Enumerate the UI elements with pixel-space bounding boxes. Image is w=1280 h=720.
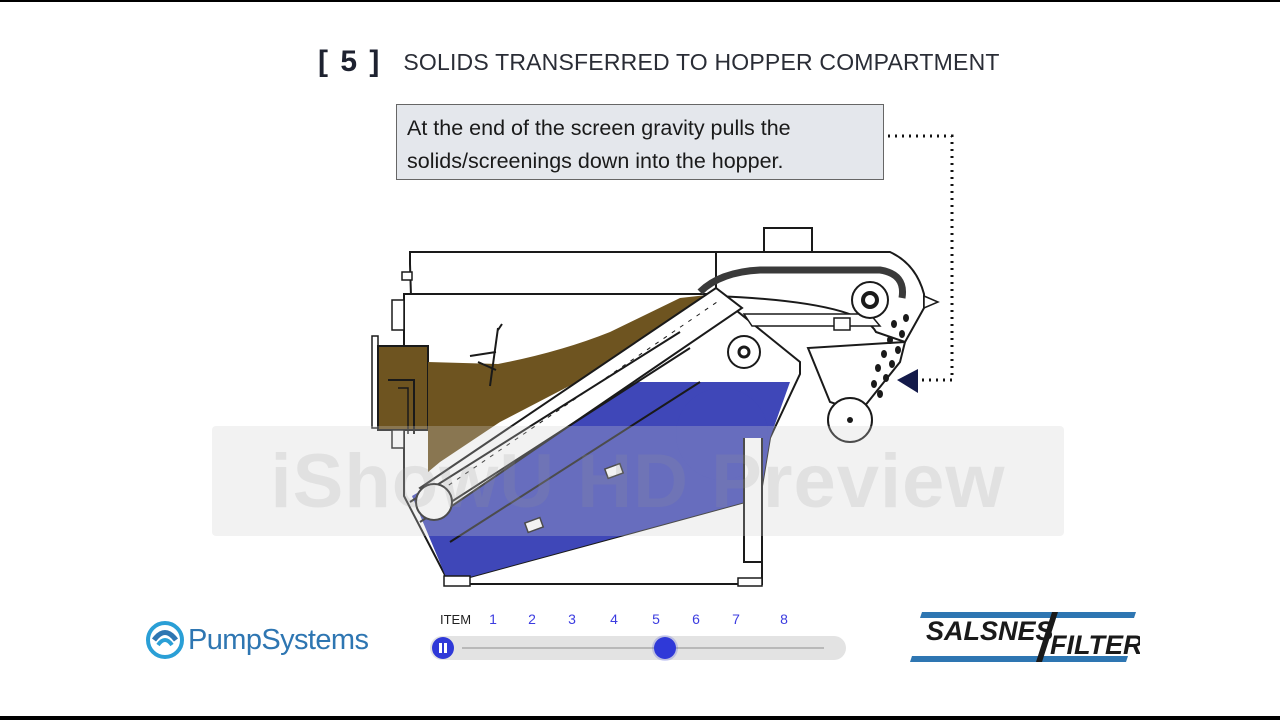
player-controls: ITEM 1 2 3 4 5 6 7 8: [430, 608, 850, 664]
item-8-link[interactable]: 8: [780, 611, 788, 627]
item-label: ITEM: [440, 612, 472, 627]
item-5-link[interactable]: 5: [652, 611, 660, 627]
falling-solids: [871, 314, 909, 398]
housing-top: [409, 251, 717, 297]
callout-line-1: At the end of the screen gravity pulls t…: [407, 116, 791, 140]
salsnes-filter-logo: SALSNES FILTER: [910, 612, 1140, 662]
frame-legs: [743, 438, 763, 563]
item-2-link[interactable]: 2: [528, 611, 536, 627]
callout-line-2: solids/screenings down into the hopper.: [407, 149, 784, 173]
pause-button[interactable]: [432, 637, 454, 659]
step-header: [ 5 ] SOLIDS TRANSFERRED TO HOPPER COMPA…: [318, 42, 1000, 82]
item-6-link[interactable]: 6: [692, 611, 700, 627]
filter-logo-text: FILTER: [1050, 630, 1140, 660]
step-title: SOLIDS TRANSFERRED TO HOPPER COMPARTMENT: [403, 48, 1000, 75]
screen-underside: [409, 331, 701, 543]
progress-line: [462, 647, 824, 649]
salsnes-logo-text: SALSNES: [926, 616, 1054, 646]
item-3-link[interactable]: 3: [568, 611, 576, 627]
watermark: iShowU HD Preview: [212, 426, 1064, 536]
progress-knob[interactable]: [654, 637, 676, 659]
vent-stack: [763, 227, 813, 253]
pumpsystems-logo-text: PumpSystems: [188, 623, 369, 656]
triangle-pointer-icon: [897, 369, 918, 393]
lower-roller: [415, 483, 453, 521]
item-4-link[interactable]: 4: [610, 611, 618, 627]
top-belt: [697, 266, 907, 299]
item-1-link[interactable]: 1: [489, 611, 497, 627]
progress-track[interactable]: [430, 636, 846, 660]
item-7-link[interactable]: 7: [732, 611, 740, 627]
pumpsystems-logo-icon: [146, 621, 184, 659]
step-number: [ 5 ]: [318, 45, 382, 78]
callout-box: At the end of the screen gravity pulls t…: [396, 104, 884, 180]
pumpsystems-logo: PumpSystems: [146, 620, 369, 660]
